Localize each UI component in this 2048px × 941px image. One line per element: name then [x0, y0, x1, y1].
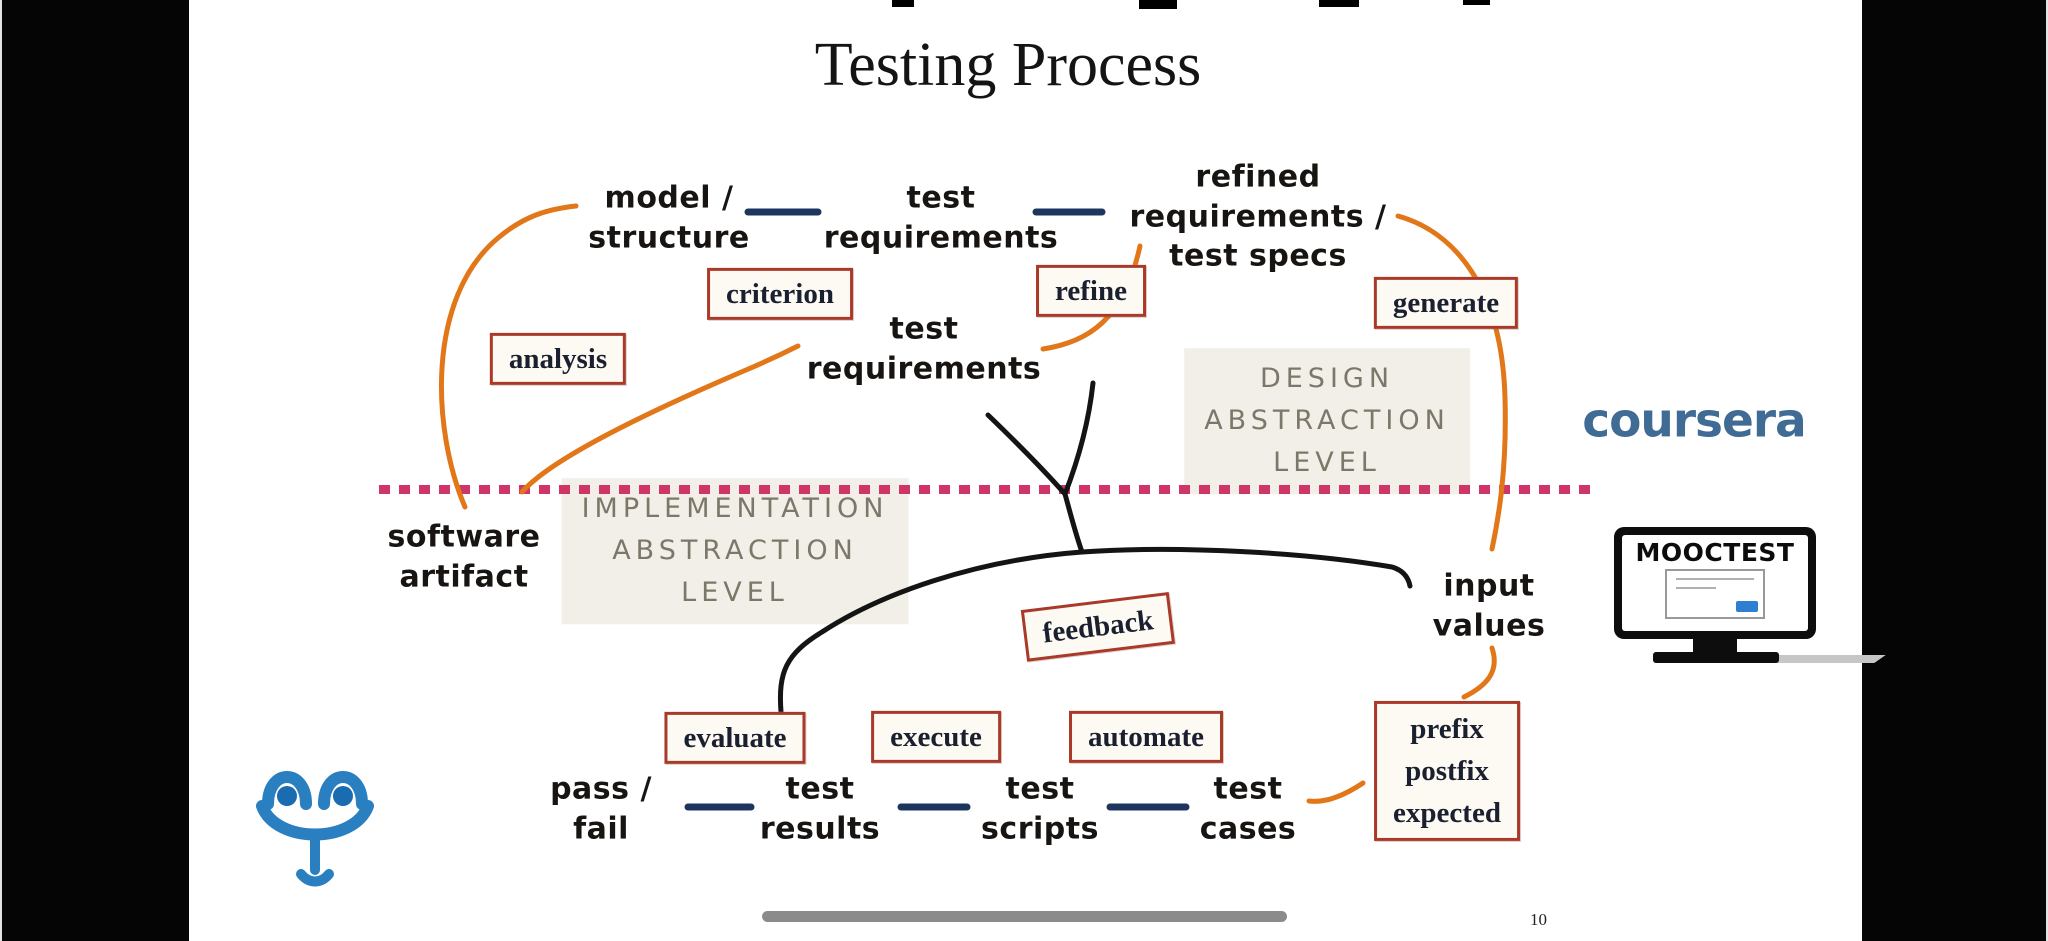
- monitor-neck: [1693, 639, 1737, 652]
- box-refine: refine: [1036, 264, 1146, 318]
- right-edge-line: [2046, 0, 2048, 941]
- box-automate: automate: [1069, 710, 1223, 764]
- sketch-line: [1676, 587, 1717, 589]
- node-test-scripts: test scripts: [981, 771, 1099, 846]
- design-abstraction-level-label: DESIGN ABSTRACTION LEVEL: [1184, 348, 1470, 494]
- box-criterion: criterion: [707, 267, 853, 321]
- box-analysis: analysis: [489, 332, 627, 386]
- implementation-abstraction-level-label: IMPLEMENTATION ABSTRACTION LEVEL: [561, 478, 909, 624]
- mascot-left-pupil: [277, 786, 297, 806]
- feedback-arrow-right: [1062, 380, 1096, 497]
- arrow-software-artifact-to-model: [438, 203, 579, 510]
- monitor-base: [1653, 652, 1779, 663]
- arrow-input-values-to-prefix-box: [1461, 645, 1497, 700]
- mascot-face-logo: [256, 771, 374, 887]
- monitor-screen: MOOCTEST: [1622, 535, 1808, 631]
- top-edge-artifact: [1463, 0, 1490, 5]
- box-prefix-postfix-expected: prefix postfix expected: [1374, 700, 1520, 842]
- mooctest-screen-sketch: [1665, 569, 1765, 619]
- top-edge-artifact: [1319, 0, 1359, 7]
- video-progress-bar[interactable]: [762, 911, 1287, 922]
- coursera-logo: coursera: [1582, 393, 1807, 449]
- node-test-requirements-mid: test requirements: [806, 311, 1042, 386]
- box-generate: generate: [1373, 276, 1519, 330]
- mascot-base-curve: [296, 869, 334, 887]
- box-execute: execute: [871, 710, 1001, 764]
- mascot-right-pupil: [333, 786, 353, 806]
- node-software-artifact: software artifact: [387, 519, 541, 594]
- abstraction-divider-dotted-line: [379, 485, 1592, 494]
- box-evaluate: evaluate: [664, 711, 806, 765]
- monitor-frame-icon: MOOCTEST: [1614, 527, 1816, 639]
- mascot-right-eye-arch: [318, 771, 368, 810]
- node-model-structure: model / structure: [588, 180, 750, 255]
- feedback-stem-line: [1062, 491, 1085, 555]
- feedback-arrow-left: [985, 412, 1068, 497]
- sketch-button: [1736, 601, 1758, 612]
- node-refined-requirements: refined requirements / test specs: [1129, 159, 1387, 274]
- node-test-requirements-top: test requirements: [823, 180, 1059, 255]
- node-test-results: test results: [759, 771, 881, 846]
- mascot-smile: [256, 800, 374, 841]
- arrow-analysis-to-test-requirements: [519, 343, 801, 495]
- slide-background: [189, 0, 1862, 941]
- left-edge-line: [0, 0, 2, 941]
- node-pass-fail: pass / fail: [550, 771, 652, 846]
- slide-title: Testing Process: [814, 31, 1202, 99]
- node-test-cases: test cases: [1199, 771, 1297, 846]
- mooctest-wordmark: MOOCTEST: [1635, 538, 1795, 567]
- node-input-values: input values: [1432, 568, 1546, 643]
- top-edge-artifact: [1139, 0, 1177, 9]
- mascot-left-eye-arch: [262, 771, 312, 810]
- top-edge-artifact: [892, 0, 914, 7]
- page-number: 10: [1530, 910, 1547, 929]
- arrow-refined-to-input-values: [1395, 213, 1508, 552]
- sketch-line: [1676, 578, 1754, 580]
- arrow-prefix-box-to-test-cases: [1306, 780, 1366, 804]
